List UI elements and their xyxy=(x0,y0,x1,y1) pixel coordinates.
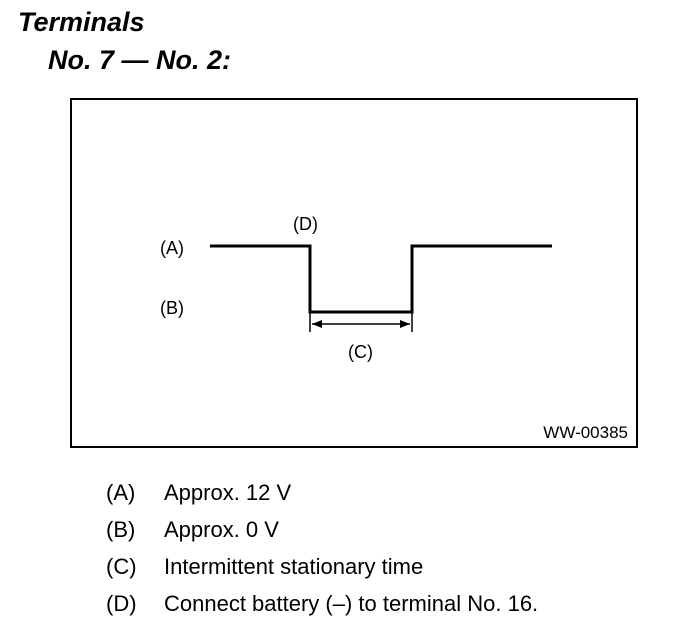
legend-text: Approx. 0 V xyxy=(164,517,279,542)
page-subtitle: No. 7 — No. 2: xyxy=(48,45,232,75)
legend-text: Approx. 12 V xyxy=(164,480,292,505)
signal-waveform xyxy=(210,244,552,314)
legend-key: (A) xyxy=(106,480,136,505)
page-title: Terminals xyxy=(18,7,145,37)
duration-arrowhead-left xyxy=(312,320,322,328)
waveform-diagram-frame: (A) (B) (C) (D) WW-00385 xyxy=(70,98,638,448)
legend-item: (A) Approx. 12 V xyxy=(106,474,538,511)
label-c: (C) xyxy=(348,342,373,362)
legend-item: (C) Intermittent stationary time xyxy=(106,548,538,585)
legend-key: (B) xyxy=(106,517,136,542)
legend-item: (B) Approx. 0 V xyxy=(106,511,538,548)
legend-key: (C) xyxy=(106,554,137,579)
legend-text: Intermittent stationary time xyxy=(164,554,424,579)
label-b: (B) xyxy=(160,298,184,318)
legend-list: (A) Approx. 12 V (B) Approx. 0 V (C) Int… xyxy=(106,474,538,622)
figure-code: WW-00385 xyxy=(543,423,628,442)
legend-item: (D) Connect battery (–) to terminal No. … xyxy=(106,585,538,622)
label-a: (A) xyxy=(160,238,184,258)
waveform-diagram: (A) (B) (C) (D) WW-00385 xyxy=(160,214,628,442)
legend-text: Connect battery (–) to terminal No. 16. xyxy=(164,591,539,616)
label-d: (D) xyxy=(293,214,318,234)
duration-arrowhead-right xyxy=(400,320,410,328)
legend-key: (D) xyxy=(106,591,137,616)
